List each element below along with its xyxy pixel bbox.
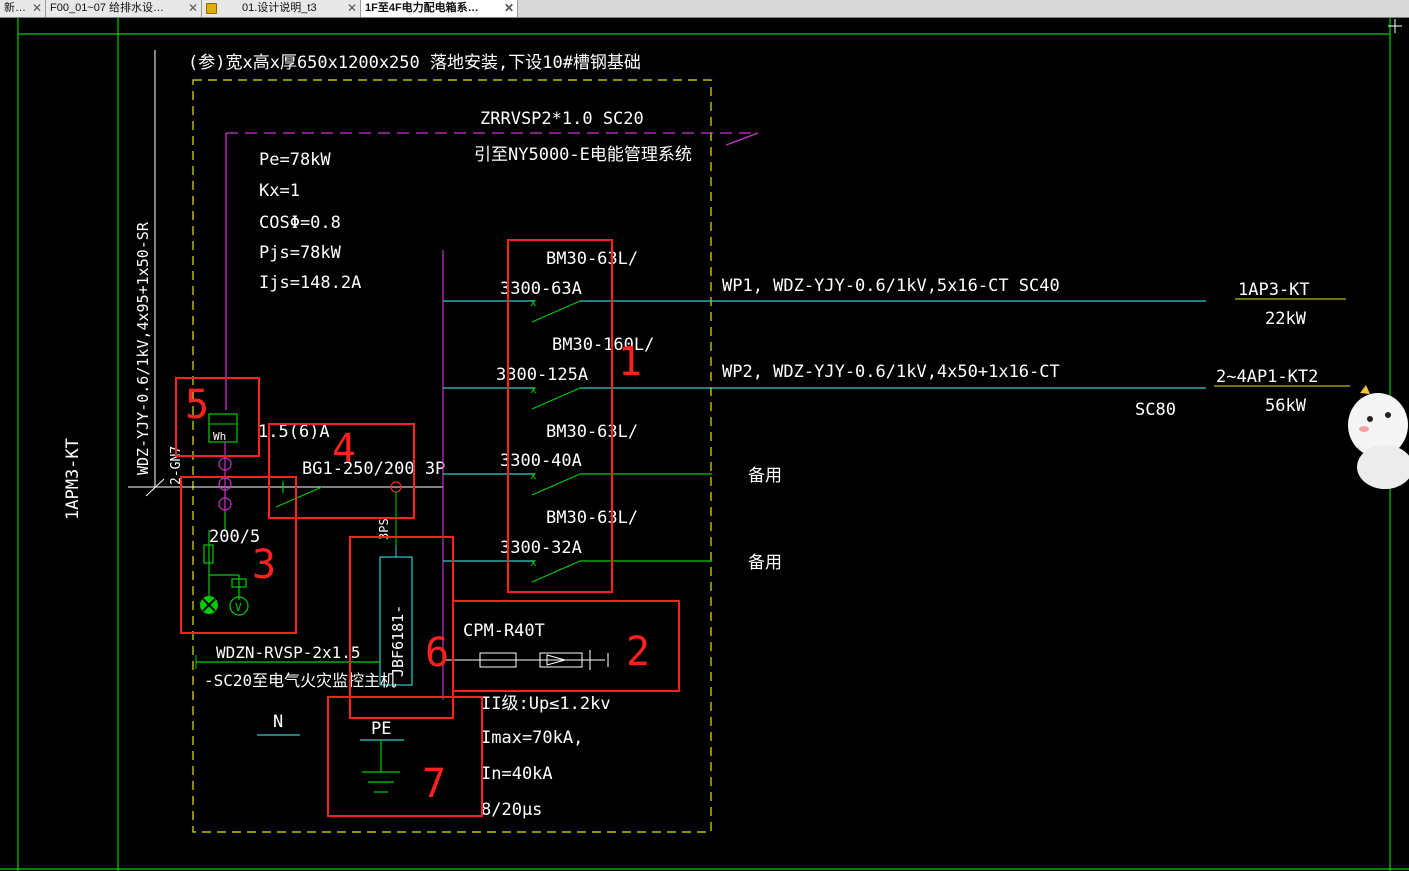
drawing-frame: [0, 18, 1409, 871]
svg-text:x: x: [530, 556, 537, 569]
tab-new[interactable]: 新… ✕: [0, 0, 46, 17]
ground-symbol: [362, 740, 400, 793]
svg-text:7: 7: [422, 761, 446, 807]
branch-circuit: 备用: [748, 553, 782, 573]
branch-model: BM30-160L/: [552, 335, 654, 355]
fire-monitor-cable-label: WDZN-RVSP-2x1.5: [216, 643, 361, 662]
param-pe: Pe=78kW: [259, 150, 331, 170]
panel-name: 1APM3-KT: [63, 438, 83, 520]
branch-1[interactable]: BM30-63L/ 3300-63A x WP1, WDZ-YJY-0.6/1k…: [443, 249, 1346, 329]
svg-text:V: V: [235, 601, 242, 614]
branch-rating: 3300-40A: [500, 451, 582, 471]
crosshair-corner: [1388, 19, 1402, 33]
lock-icon: [206, 3, 217, 14]
branch-circuit: WP2, WDZ-YJY-0.6/1kV,4x50+1x16-CT: [722, 362, 1060, 382]
ct-wiring: [203, 512, 247, 605]
param-ijs: Ijs=148.2A: [259, 273, 361, 293]
branch-4[interactable]: BM30-63L/ 3300-32A x 备用: [443, 508, 782, 583]
close-icon[interactable]: ✕: [503, 1, 514, 15]
mascot-widget-icon[interactable]: [1330, 385, 1409, 495]
tab-water-drainage[interactable]: F00_01~07 给排水设… ✕: [46, 0, 202, 17]
cad-drawing-canvas[interactable]: 1APM3-KT WDZ-YJY-0.6/1kV,4x95+1x50-SR 2 -…: [0, 18, 1409, 871]
meter-rating: 1.5(6)A: [258, 422, 330, 442]
branch-rating: 3300-125A: [496, 365, 588, 385]
branch-2[interactable]: BM30-160L/ 3300-125A x WP2, WDZ-YJY-0.6/…: [443, 335, 1350, 420]
svg-text:3: 3: [252, 542, 276, 588]
wh-meter-label: Wh: [213, 430, 226, 443]
spd-model: CPM-R40T: [463, 621, 545, 641]
load-params: Pe=78kW Kx=1 COSΦ=0.8 Pjs=78kW Ijs=148.2…: [259, 150, 361, 293]
neutral-bus-label: N: [273, 712, 283, 732]
comm-target-label: 引至NY5000-E电能管理系统: [474, 145, 692, 165]
branch-circuit: WP1, WDZ-YJY-0.6/1kV,5x16-CT SC40: [722, 276, 1060, 296]
enclosure-note: (参)宽x高x厚650x1200x250 落地安装,下设10#槽钢基础: [188, 53, 641, 73]
svg-text:5: 5: [185, 382, 209, 428]
pe-bus-label: PE: [371, 719, 391, 739]
branch-power: 22kW: [1265, 309, 1307, 329]
branch-circuit: 备用: [748, 466, 782, 486]
incoming-cable-label: WDZ-YJY-0.6/1kV,4x95+1x50-SR: [134, 221, 152, 475]
spd-params: II级:Up≤1.2kv Imax=70kA, In=40kA 8/20μs: [481, 694, 611, 820]
branch-model: BM30-63L/: [546, 249, 638, 269]
param-cos: COSΦ=0.8: [259, 213, 341, 233]
markup-boxes: [175, 239, 680, 817]
svg-text:Imax=70kA,: Imax=70kA,: [481, 728, 583, 748]
close-icon[interactable]: ✕: [187, 1, 198, 15]
branch-3[interactable]: BM30-63L/ 3300-40A x 备用: [443, 422, 782, 496]
wh-meter-symbol: [208, 413, 238, 443]
tab-power-distribution[interactable]: 1F至4F电力配电箱系… ✕: [361, 0, 518, 17]
svg-text:8/20μs: 8/20μs: [481, 800, 542, 820]
branch-extra: SC80: [1135, 400, 1176, 420]
fire-monitor-target-label: -SC20至电气火灾监控主机: [204, 671, 396, 690]
param-pjs: Pjs=78kW: [259, 243, 342, 263]
svg-text:II级:Up≤1.2kv: II级:Up≤1.2kv: [481, 694, 611, 714]
branch-model: BM30-63L/: [546, 508, 638, 528]
main-breaker-stroke: [275, 486, 323, 508]
current-meter-icon: [200, 596, 218, 614]
ct-ratio: 200/5: [209, 527, 260, 547]
branch-power: 56kW: [1265, 396, 1307, 416]
tab-design-notes[interactable]: 01.设计说明_t3 ✕: [202, 0, 361, 17]
branch-model: BM30-63L/: [546, 422, 638, 442]
tt-label: 3PS: [377, 518, 391, 540]
close-icon[interactable]: ✕: [346, 1, 357, 15]
comm-cable-label: ZRRVSP2*1.0 SC20: [480, 109, 644, 129]
svg-text:In=40kA: In=40kA: [481, 764, 553, 784]
voltmeter-icon: V: [229, 596, 249, 616]
svg-text:x: x: [530, 296, 537, 309]
spd-symbol: [443, 650, 609, 670]
param-kx: Kx=1: [259, 181, 300, 201]
svg-text:6: 6: [425, 630, 449, 676]
branch-dest: 1AP3-KT: [1238, 280, 1310, 300]
comm-line: [225, 132, 759, 410]
svg-text:x: x: [530, 469, 537, 482]
svg-text:x: x: [530, 383, 537, 396]
main-breaker-label: BG1-250/200 3P: [302, 459, 445, 479]
branch-rating: 3300-63A: [500, 279, 582, 299]
svg-text:4: 4: [332, 426, 356, 472]
close-icon[interactable]: ✕: [31, 1, 42, 15]
markup-numbers: 1 2 3 4 5 6 7: [185, 339, 650, 807]
branch-rating: 3300-32A: [500, 538, 582, 558]
branch-dest: 2~4AP1-KT2: [1216, 367, 1318, 387]
svg-text:2: 2: [626, 629, 650, 675]
document-tab-bar: 新… ✕ F00_01~07 给排水设… ✕ 01.设计说明_t3 ✕ 1F至4…: [0, 0, 1409, 18]
fire-monitor-label: JBF6181-: [389, 605, 407, 677]
svg-text:1: 1: [618, 339, 642, 385]
